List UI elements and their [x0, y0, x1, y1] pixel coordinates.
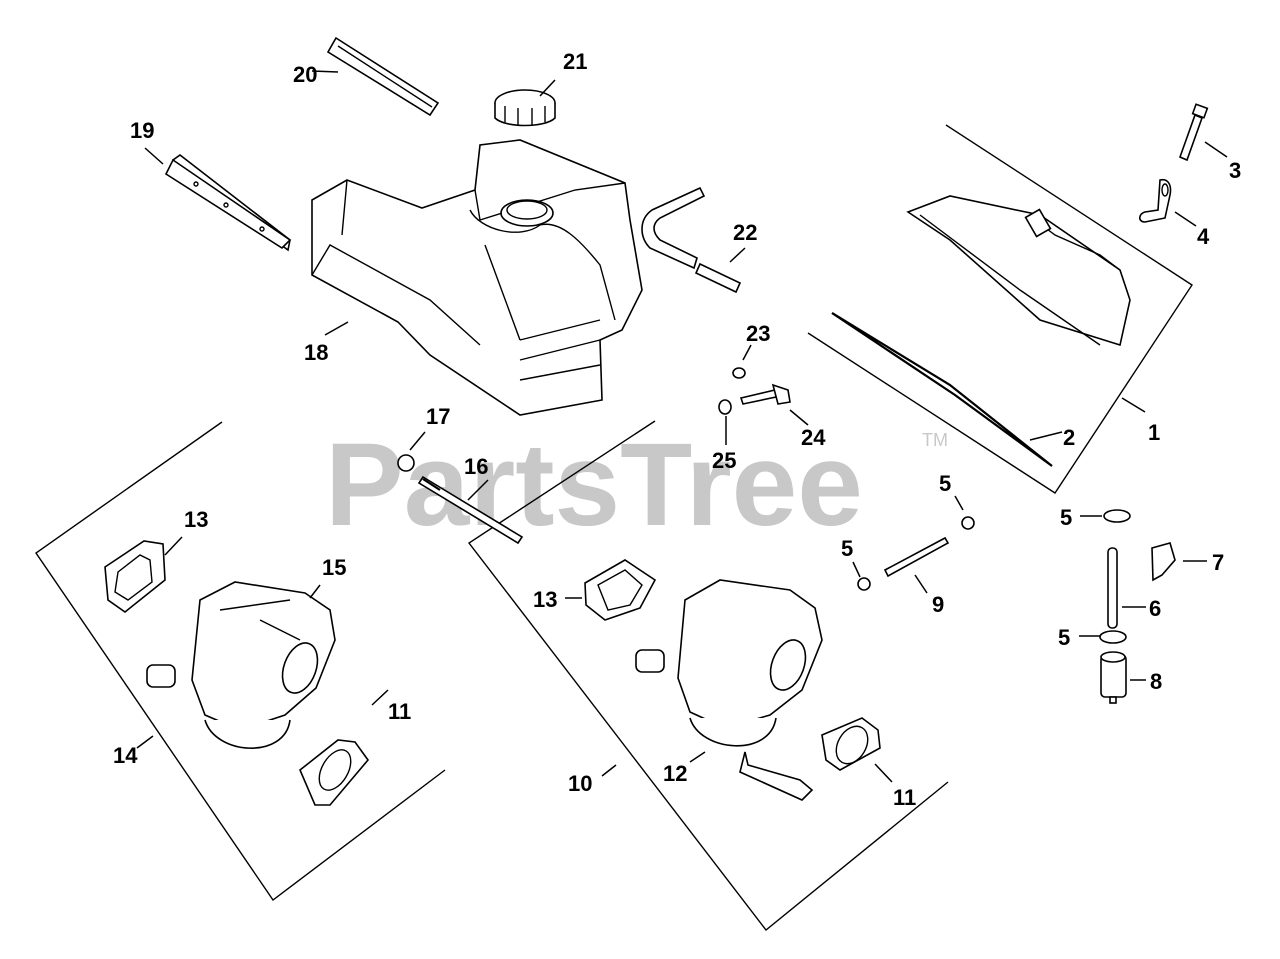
callout-25[interactable]: 25 — [712, 448, 736, 473]
watermark-text: PartsTree — [325, 419, 863, 551]
callout-20[interactable]: 20 — [293, 62, 317, 87]
callout-5c[interactable]: 5 — [1060, 505, 1072, 530]
nut-part-25[interactable] — [718, 399, 732, 415]
callout-5a[interactable]: 5 — [939, 471, 951, 496]
callout-5d[interactable]: 5 — [1058, 625, 1070, 650]
watermark-trademark: TM — [922, 430, 948, 450]
nut-part-23[interactable] — [732, 367, 746, 379]
kit-boundary-carburetor-right — [467, 420, 949, 931]
callout-14[interactable]: 14 — [113, 743, 138, 768]
kit-boundary-carburetor-left — [35, 421, 446, 902]
callout-12[interactable]: 12 — [663, 761, 687, 786]
clamp-part-5c[interactable] — [1103, 509, 1131, 523]
nut-part-17[interactable] — [397, 454, 415, 472]
fuel-line-part-9[interactable] — [883, 536, 950, 578]
callout-labels: 1 2 3 4 5 5 5 5 6 7 8 9 10 11 11 12 13 1… — [113, 49, 1241, 810]
bolt-part[interactable] — [1178, 103, 1209, 162]
callout-9[interactable]: 9 — [932, 592, 944, 617]
fuel-cap-part[interactable] — [494, 89, 556, 127]
gasket-part-13b[interactable] — [584, 559, 657, 621]
callout-22[interactable]: 22 — [733, 220, 757, 245]
callout-24[interactable]: 24 — [801, 425, 826, 450]
callout-19[interactable]: 19 — [130, 118, 154, 143]
callout-1[interactable]: 1 — [1148, 420, 1160, 445]
gasket-part-11b[interactable] — [821, 717, 881, 771]
leader-lines — [136, 70, 1228, 783]
clip-part-7[interactable] — [1151, 542, 1176, 582]
callout-11a[interactable]: 11 — [388, 699, 411, 724]
fuel-tank-part[interactable] — [311, 139, 643, 416]
callout-23[interactable]: 23 — [746, 321, 770, 346]
fitting-part-24[interactable] — [739, 383, 791, 405]
callout-11b[interactable]: 11 — [893, 785, 916, 810]
callout-13b[interactable]: 13 — [533, 587, 557, 612]
callout-4[interactable]: 4 — [1197, 224, 1210, 249]
callout-17[interactable]: 17 — [426, 404, 450, 429]
carburetor-part-15[interactable] — [146, 581, 336, 749]
gasket-part-13a[interactable] — [104, 540, 166, 614]
fuel-line-part-6[interactable] — [1107, 547, 1118, 629]
clamp-part-5d[interactable] — [1099, 630, 1127, 644]
tank-strap-part[interactable] — [326, 36, 440, 117]
callout-8[interactable]: 8 — [1150, 669, 1162, 694]
carburetor-part-12[interactable] — [635, 579, 823, 801]
callout-6[interactable]: 6 — [1149, 596, 1161, 621]
clamp-part-5a[interactable] — [961, 516, 975, 530]
gasket-part-11a[interactable] — [299, 739, 370, 806]
clamp-part-5b[interactable] — [857, 577, 871, 591]
callout-16[interactable]: 16 — [464, 454, 488, 479]
kit-boundary-air-cleaner — [807, 124, 1193, 494]
fuel-hose-part[interactable] — [641, 186, 742, 294]
air-cleaner-base-part[interactable] — [906, 195, 1131, 347]
fuel-filter-part-8[interactable] — [1100, 651, 1127, 704]
air-cleaner-gasket-part[interactable] — [831, 312, 1053, 467]
bracket-part[interactable] — [1138, 178, 1172, 223]
callout-10[interactable]: 10 — [568, 771, 592, 796]
callout-18[interactable]: 18 — [304, 340, 328, 365]
stud-part-16[interactable] — [417, 475, 524, 545]
callout-13a[interactable]: 13 — [184, 507, 208, 532]
callout-21[interactable]: 21 — [563, 49, 587, 74]
tank-bracket-part[interactable] — [164, 154, 292, 252]
callout-3[interactable]: 3 — [1229, 158, 1241, 183]
callout-15[interactable]: 15 — [322, 555, 346, 580]
callout-5b[interactable]: 5 — [841, 536, 853, 561]
callout-7[interactable]: 7 — [1212, 550, 1224, 575]
callout-2[interactable]: 2 — [1063, 425, 1075, 450]
